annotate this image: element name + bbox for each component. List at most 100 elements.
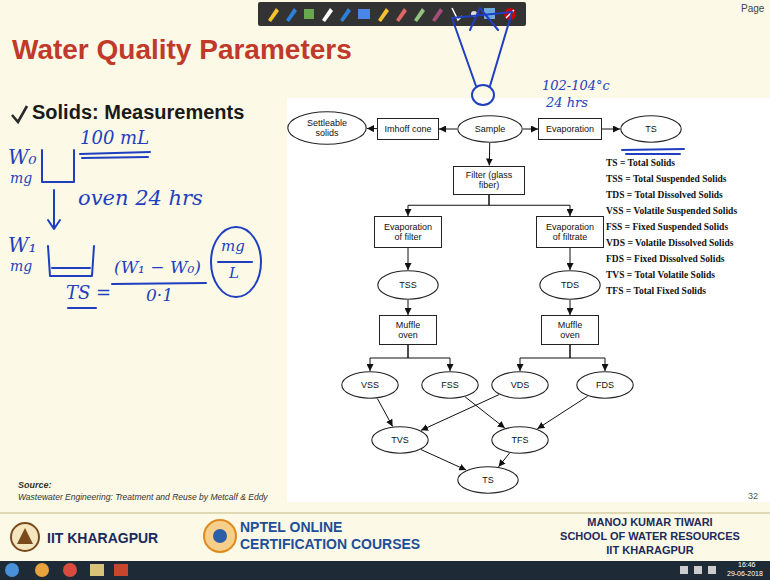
node-text-group: TVS [391, 435, 409, 445]
footer-rule [0, 512, 770, 514]
oval-shape [372, 427, 428, 453]
oval-shape [378, 271, 438, 299]
oval-shape [492, 427, 548, 453]
node-text-group: Evaporation of filtrate [542, 222, 598, 243]
node-label: Sample [475, 124, 506, 134]
imhoff-cone-sketch [452, 8, 512, 86]
clock-time: 16:46 [738, 561, 756, 569]
handwritten-note: mg [10, 170, 32, 186]
oval-shape [288, 112, 366, 144]
oval-shape [458, 116, 522, 142]
node-text-group: Sample [475, 124, 506, 134]
node-label: Muffle oven [550, 320, 590, 341]
underline [622, 149, 684, 154]
node-label: TFS [512, 435, 529, 445]
node-label: Imhoff cone [385, 124, 432, 134]
node-text-group: Evaporation [546, 124, 594, 134]
figure-panel [287, 98, 770, 502]
definition: FDS = Fixed Dissolved Solids [606, 254, 724, 265]
result-oval: TVS [371, 426, 429, 454]
result-oval: VDS [491, 371, 549, 399]
node-label: Muffle oven [388, 320, 428, 341]
node-text-group: TSS [399, 280, 417, 290]
definition: TFS = Total Fixed Solids [606, 286, 706, 297]
slide-title: Water Quality Parameters [12, 34, 352, 66]
department-name: SCHOOL OF WATER RESOURCES [545, 530, 755, 543]
definition: TSS = Total Suspended Solids [606, 174, 727, 185]
process-box: Evaporation [538, 118, 602, 140]
flow-arrow [408, 345, 450, 371]
iit-logo [11, 523, 39, 551]
result-oval: TDS [539, 270, 601, 300]
institute-name: IIT KHARAGPUR [47, 530, 158, 546]
flow-arrow [465, 397, 505, 428]
flow-arrow [499, 453, 510, 467]
node-text-group: TDS [561, 280, 579, 290]
oval-shape [621, 116, 681, 142]
node-label: Evaporation of filter [380, 222, 436, 243]
node-label: TVS [391, 435, 409, 445]
source-heading: Source: [18, 480, 52, 490]
flow-arrow [370, 345, 408, 371]
handwritten-note: 0·1 [146, 286, 173, 306]
circle-mark [472, 85, 494, 105]
node-text-group: TS [482, 475, 494, 485]
handwritten-note: oven 24 hrs [78, 186, 203, 210]
flow-arrow [570, 345, 605, 371]
flow-arrow [602, 129, 620, 130]
definition: FSS = Fixed Suspended Solids [606, 222, 728, 233]
handwritten-note: 102-104°c [542, 79, 610, 94]
node-label: TS [482, 475, 494, 485]
handwritten-note: mg [10, 258, 32, 274]
fraction-bar [112, 283, 206, 284]
flow-arrow [367, 128, 377, 129]
taskbar-icons [5, 563, 716, 577]
process-box: Muffle oven [379, 315, 437, 345]
node-text-group: VSS [361, 380, 379, 390]
flow-arrow [523, 129, 538, 130]
node-text-group: Filter (glass fiber) [459, 170, 519, 191]
down-arrow [48, 190, 60, 229]
flow-arrow [439, 129, 457, 130]
fraction-bar [218, 261, 252, 263]
node-text-group: FDS [596, 380, 614, 390]
flow-arrow [421, 450, 466, 470]
node-text-group: Settleable solids [301, 118, 353, 139]
course-name: CERTIFICATION COURSES [240, 536, 420, 552]
result-oval: FDS [576, 371, 634, 399]
source-text: Wastewater Engineering: Treatment and Re… [18, 493, 268, 503]
oval-shape [458, 467, 518, 493]
handwritten-note: W₀ [8, 146, 37, 169]
flow-arrow [408, 300, 409, 315]
node-text-group: Muffle oven [388, 320, 428, 341]
node-label: TS [645, 124, 657, 134]
handwritten-note: mg [221, 238, 245, 255]
flow-arrow [489, 143, 490, 166]
circle-mark [211, 227, 261, 297]
underline [68, 307, 96, 309]
nptel-logo [204, 520, 236, 552]
node-text-group: TFS [512, 435, 529, 445]
instructor-name: MANOJ KUMAR TIWARI [545, 516, 755, 529]
node-label: FDS [596, 380, 614, 390]
definition: VDS = Volatile Dissolved Solids [606, 238, 733, 249]
node-label: VDS [511, 380, 530, 390]
node-label: Settleable solids [301, 118, 353, 139]
flow-arrow [377, 399, 392, 427]
handwritten-note: TS = [66, 283, 111, 304]
flow-arrow [570, 300, 571, 315]
definition: VSS = Volatile Suspended Solids [606, 206, 737, 217]
process-box: Evaporation of filter [374, 216, 442, 248]
handwritten-note: (W₁ − W₀) [114, 258, 201, 278]
dried-dish-sketch [48, 246, 94, 276]
clock-date: 29-06-2018 [727, 570, 763, 578]
flow-arrow [520, 345, 570, 371]
result-oval: Sample [457, 115, 523, 143]
oval-shape [342, 372, 398, 398]
flow-arrow [537, 396, 587, 429]
flow-arrow [489, 195, 570, 217]
handwritten-note: W₁ [8, 234, 37, 257]
flow-arrow [408, 248, 409, 270]
process-box: Filter (glass fiber) [453, 166, 525, 195]
